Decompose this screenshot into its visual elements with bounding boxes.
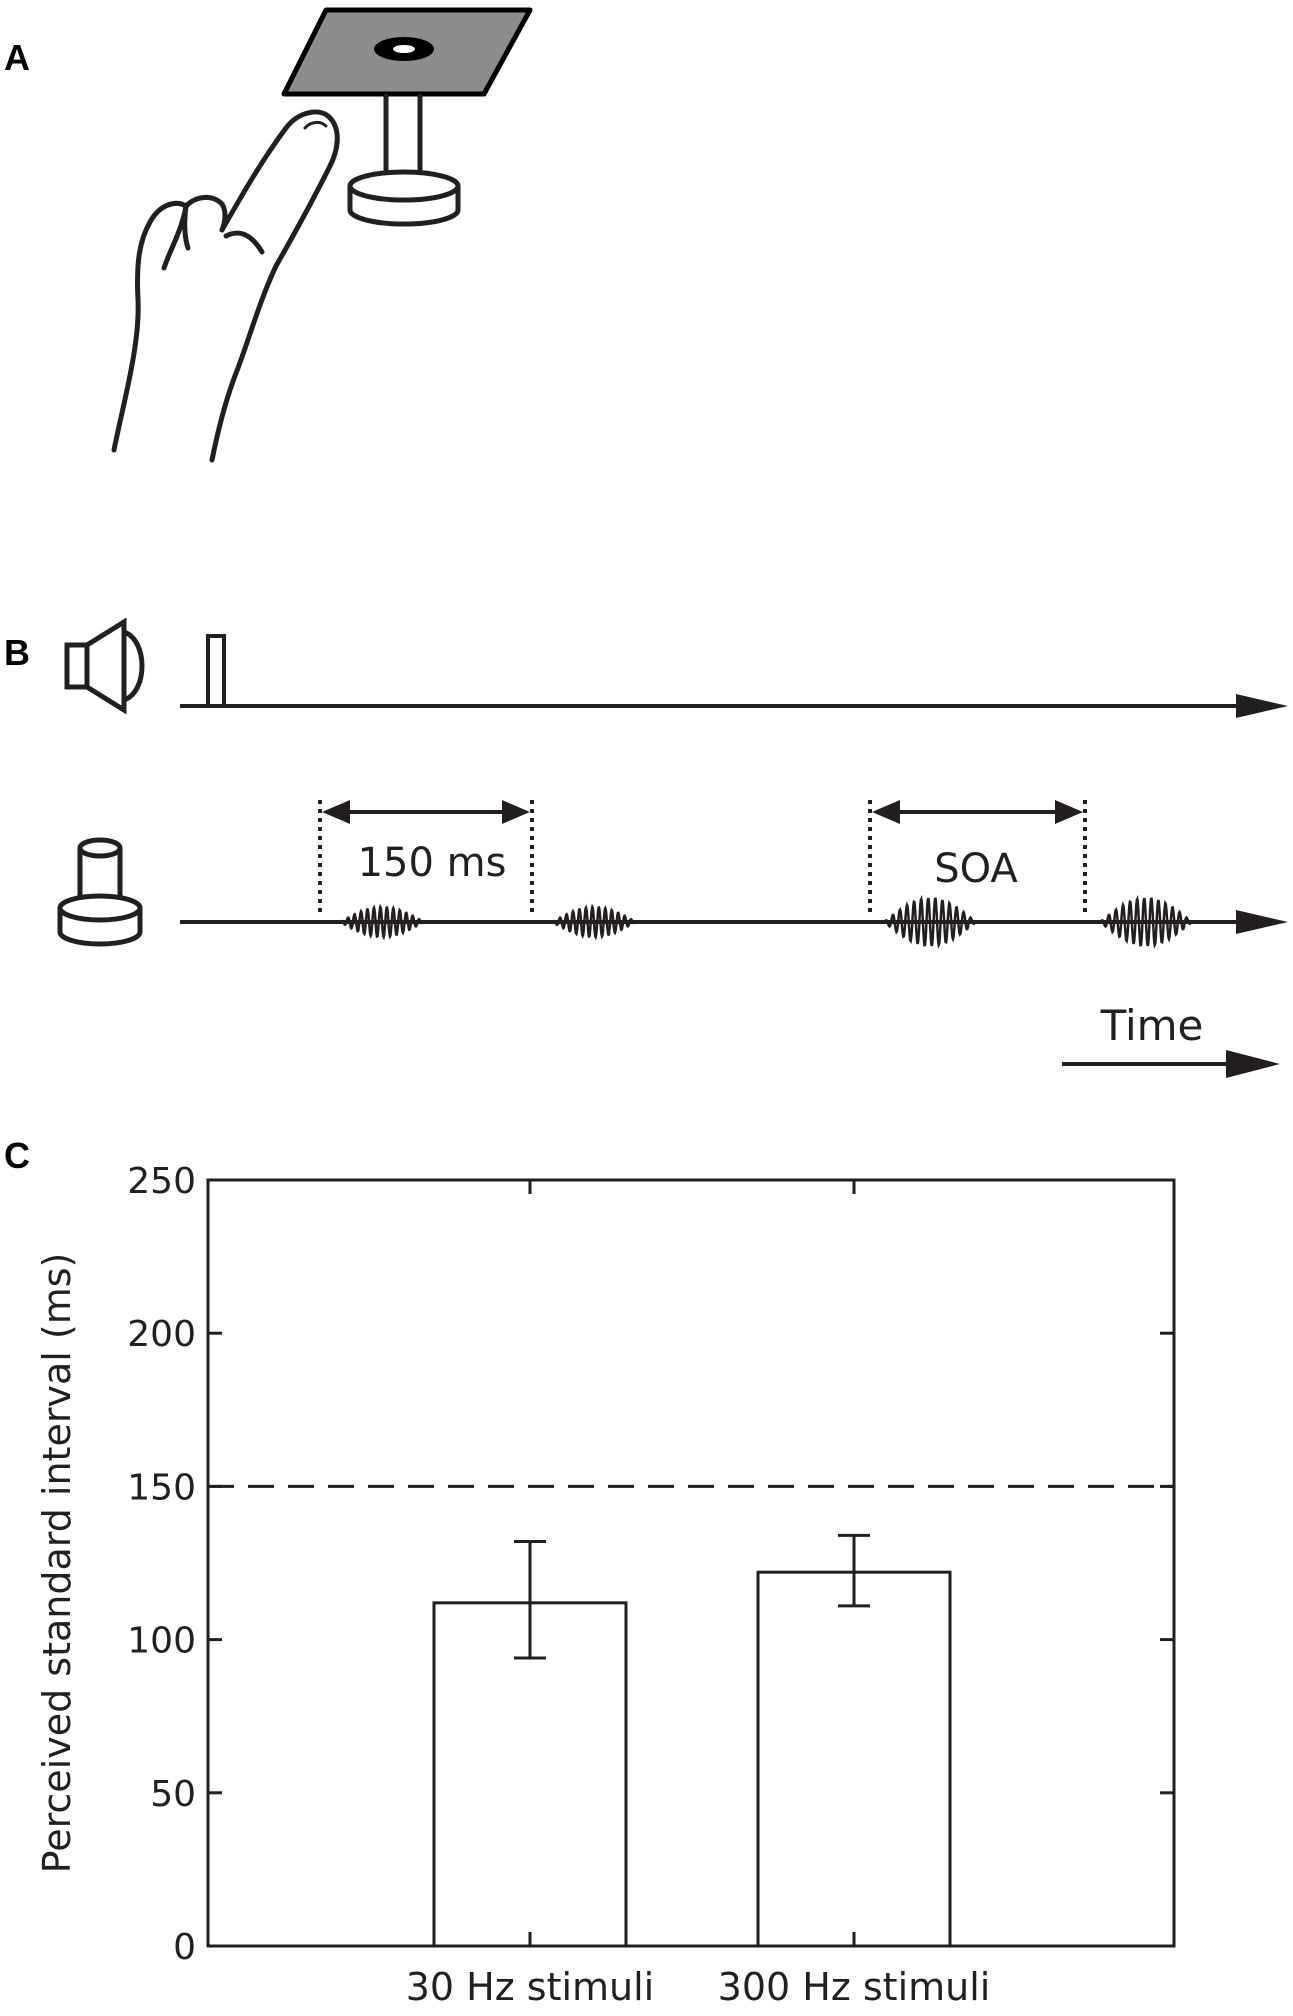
bar-2 <box>756 1570 952 1948</box>
tactile-timeline: 150 ms SOA <box>180 800 1288 950</box>
finger-touching-vibrator-icon <box>111 7 533 463</box>
x-axis-tick-labels: 30 Hz stimuli 300 Hz stimuli <box>406 1965 991 2009</box>
vibrator-icon <box>57 837 143 947</box>
soa-arrow-right-head <box>1055 800 1083 824</box>
x-tick-label-1: 30 Hz stimuli <box>406 1965 655 2009</box>
vibration-burst-4 <box>1099 894 1193 950</box>
y-axis-label: Perceived standard interval (ms) <box>35 1253 79 1874</box>
bars <box>432 1180 952 1948</box>
y-tick-label-200: 200 <box>127 1314 196 1355</box>
panel-b-label: B <box>4 632 30 673</box>
soa-label: SOA <box>934 846 1018 892</box>
time-label: Time <box>1100 1001 1204 1050</box>
panel-c-label: C <box>4 1135 30 1176</box>
y-tick-label-50: 50 <box>150 1774 196 1815</box>
vibration-burst-3 <box>883 894 977 950</box>
auditory-click-pulse <box>180 634 226 708</box>
y-axis-ticks: 0 50 100 150 200 250 <box>127 1161 1174 1968</box>
interval-label: 150 ms <box>358 840 507 886</box>
auditory-timeline <box>180 634 1288 718</box>
time-arrow: Time <box>1062 1001 1280 1078</box>
plot-frame <box>206 1178 1176 1948</box>
speaker-icon <box>64 617 145 715</box>
bar-chart: 0 50 100 150 200 250 30 Hz stimuli 300 Hz stim… <box>35 1161 1176 2009</box>
soa-arrow-left-head <box>872 800 900 824</box>
y-tick-label-100: 100 <box>127 1621 196 1662</box>
interval-arrow-right-head <box>502 800 530 824</box>
time-arrow-head <box>1226 1050 1280 1078</box>
interval-arrow-left-head <box>322 800 350 824</box>
x-tick-label-2: 300 Hz stimuli <box>718 1965 991 2009</box>
y-tick-label-0: 0 <box>173 1927 196 1968</box>
auditory-axis-arrowhead <box>1236 694 1288 718</box>
y-tick-label-150: 150 <box>127 1467 196 1508</box>
tactile-axis-arrowhead <box>1236 910 1288 934</box>
vibration-burst-1 <box>339 903 425 941</box>
panel-a-label: A <box>4 37 30 78</box>
vibration-burst-2 <box>551 903 637 941</box>
y-tick-label-250: 250 <box>127 1161 196 1202</box>
